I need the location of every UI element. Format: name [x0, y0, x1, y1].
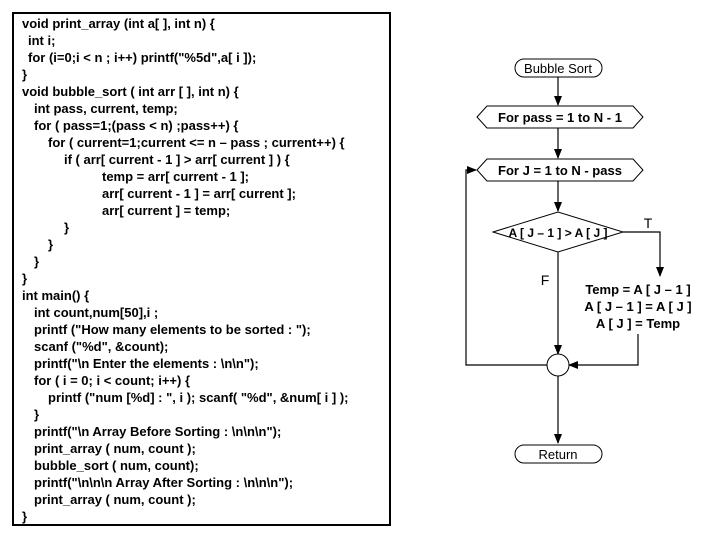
connector-swap-join: [568, 334, 639, 369]
code-line: for ( pass=1;(pass < n) ;pass++) {: [34, 118, 239, 133]
outer-loop-box: [476, 105, 644, 129]
code-line: int i;: [28, 33, 56, 48]
condition-label: A [ J – 1 ] > A [ J ]: [508, 226, 607, 240]
code-line: scanf ("%d", &count);: [34, 339, 169, 354]
true-label: T: [644, 215, 653, 231]
code-line: print_array ( num, count );: [34, 441, 196, 456]
code-line: }: [22, 67, 28, 82]
code-panel: void print_array (int a[ ], int n) { int…: [12, 12, 391, 526]
code-line: }: [22, 509, 28, 524]
code-line: printf ("How many elements to be sorted …: [34, 322, 311, 337]
code-line: print_array ( num, count );: [34, 492, 196, 507]
code-line: }: [48, 237, 54, 252]
outer-loop-label: For pass = 1 to N - 1: [498, 110, 622, 125]
inner-loop-box: [476, 158, 644, 182]
loop-back-line: [465, 166, 547, 366]
code-line: printf ("num [%d] : ", i ); scanf( "%d",…: [48, 390, 349, 405]
inner-loop-label: For J = 1 to N - pass: [498, 163, 622, 178]
code-line: printf("\n Enter the elements : \n\n");: [34, 356, 259, 371]
code-line: arr[ current ] = temp;: [102, 203, 231, 218]
code-line: void bubble_sort ( int arr [ ], int n) {: [22, 84, 239, 99]
start-label: Bubble Sort: [524, 61, 592, 76]
code-line: }: [34, 254, 40, 269]
false-label: F: [541, 272, 550, 288]
code-line: }: [34, 407, 40, 422]
code-line: }: [22, 271, 28, 286]
code-line: temp = arr[ current - 1 ];: [102, 169, 250, 184]
join-connector: [546, 353, 570, 377]
code-line: bubble_sort ( num, count);: [34, 458, 199, 473]
code-line: int pass, current, temp;: [34, 101, 178, 116]
return-label: Return: [538, 447, 577, 462]
swap-line-1: Temp = A [ J – 1 ]: [585, 282, 690, 297]
return-terminal: [514, 444, 603, 464]
code-line: printf("\n Array Before Sorting : \n\n\n…: [34, 424, 282, 439]
connector-true-branch: [623, 231, 664, 277]
code-line: arr[ current - 1 ] = arr[ current ];: [102, 186, 296, 201]
swap-line-3: A [ J ] = Temp: [596, 316, 680, 331]
swap-line-2: A [ J – 1 ] = A [ J ]: [584, 299, 691, 314]
code-line: void print_array (int a[ ], int n) {: [22, 16, 215, 31]
code-line: }: [64, 220, 70, 235]
code-line: int count,num[50],i ;: [34, 305, 159, 320]
code-line: for ( current=1;current <= n – pass ; cu…: [48, 135, 345, 150]
code-line: for ( i = 0; i < count; i++) {: [34, 373, 191, 388]
code-line: int main() {: [22, 288, 90, 303]
code-line: if ( arr[ current - 1 ] > arr[ current ]…: [64, 152, 290, 167]
code-line: for (i=0;i < n ; i++) printf("%5d",a[ i …: [28, 50, 257, 65]
flowchart: Bubble Sort For pass = 1 to N - 1 For J …: [465, 58, 692, 464]
code-line: printf("\n\n\n Array After Sorting : \n\…: [34, 475, 294, 490]
